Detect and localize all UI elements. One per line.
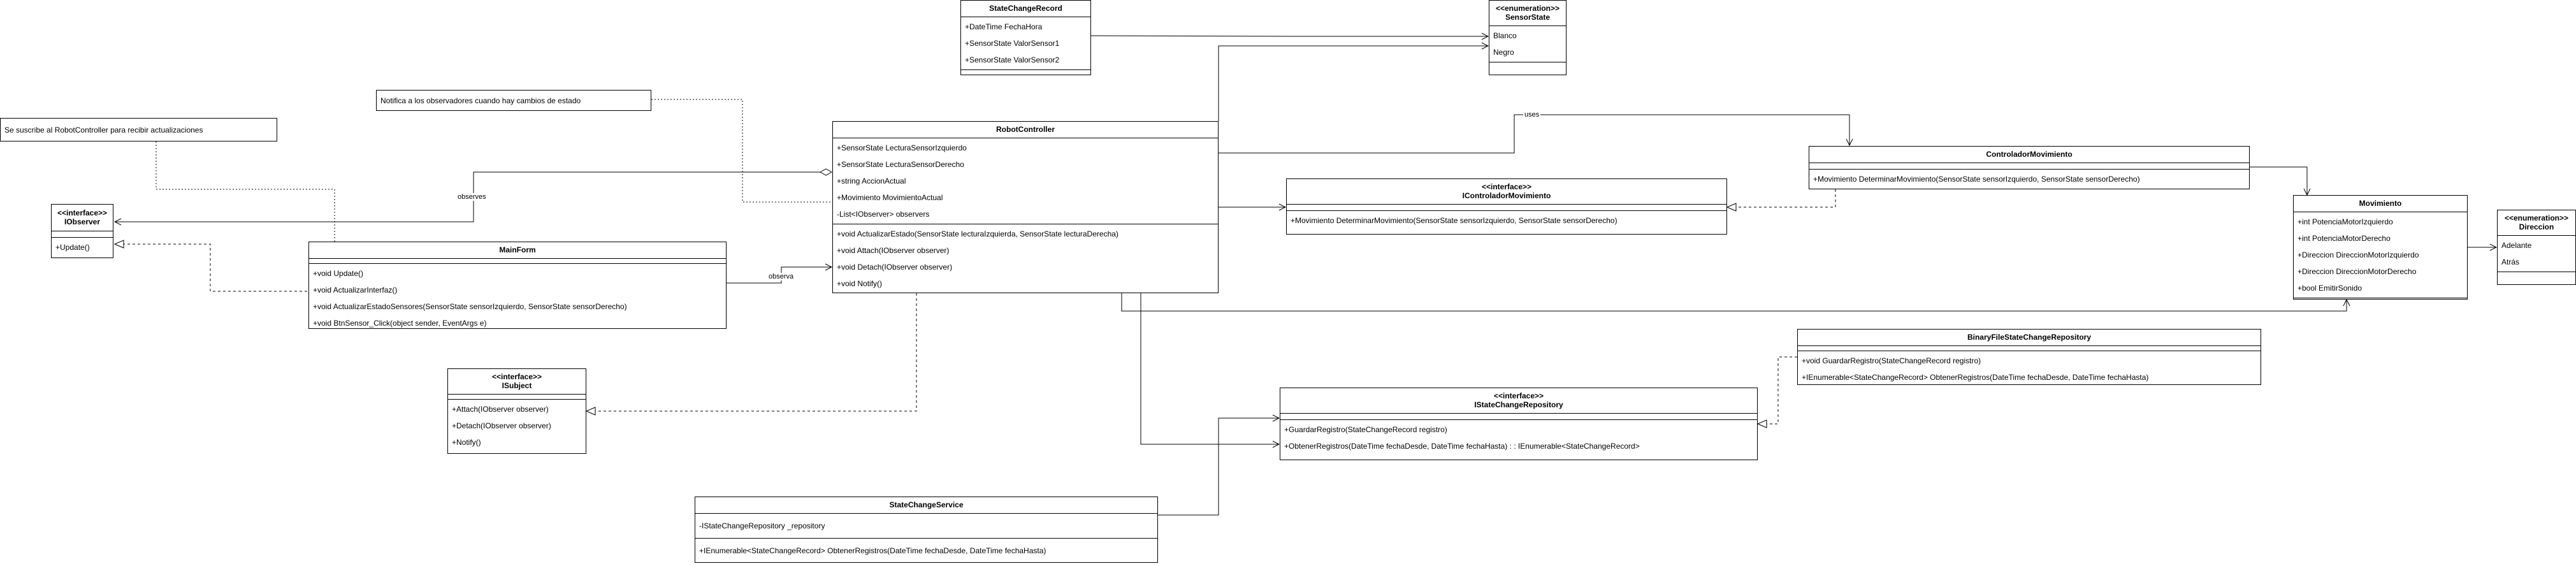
stereotype: <<interface>> bbox=[491, 372, 542, 382]
class-title: IStateChangeRepository bbox=[1474, 400, 1563, 409]
enum-value: Atrás bbox=[2501, 258, 2520, 266]
class-title: MainForm bbox=[499, 245, 536, 254]
method: +GuardarRegistro(StateChangeRecord regis… bbox=[1284, 425, 1447, 434]
label-observes: observes bbox=[456, 193, 488, 201]
interface-isubject[interactable]: <<interface>> ISubject +Attach(IObserver… bbox=[447, 368, 586, 454]
method: +Movimiento DeterminarMovimiento(SensorS… bbox=[1813, 175, 2140, 184]
method: +ObtenerRegistros(DateTime fechaDesde, D… bbox=[1284, 442, 1640, 451]
assoc-controlador-movimiento bbox=[2250, 166, 2307, 195]
note-anchor-subscribe bbox=[156, 142, 335, 242]
assoc-robot-repo bbox=[1140, 293, 1279, 444]
method: +void BtnSensor_Click(object sender, Eve… bbox=[313, 319, 487, 328]
attribute: +Movimiento MovimientoActual bbox=[837, 193, 943, 202]
attribute: +SensorState ValorSensor2 bbox=[965, 55, 1060, 64]
attribute: +bool EmitirSonido bbox=[2297, 284, 2363, 293]
realization-controlador-interface bbox=[1727, 189, 1836, 207]
method: +void GuardarRegistro(StateChangeRecord … bbox=[1802, 356, 1981, 365]
enum-value: Adelante bbox=[2501, 241, 2532, 250]
class-title: Movimiento bbox=[2359, 198, 2402, 208]
interface-iobserver[interactable]: <<interface>> IObserver +Update() bbox=[51, 204, 113, 258]
class-controladormovimiento[interactable]: ControladorMovimiento +Movimiento Determ… bbox=[1809, 146, 2250, 189]
attribute: -List<IObserver> observers bbox=[837, 210, 930, 219]
stereotype: <<enumeration>> bbox=[2504, 214, 2569, 223]
note-subscribe-text: Se suscribe al RobotController para reci… bbox=[4, 125, 203, 134]
method: +void Update() bbox=[313, 269, 364, 278]
method: +void Detach(IObserver observer) bbox=[837, 263, 953, 272]
stereotype: <<interface>> bbox=[1481, 182, 1532, 192]
class-title: ControladorMovimiento bbox=[1986, 149, 2073, 159]
method: +IEnumerable<StateChangeRecord> ObtenerR… bbox=[1802, 373, 2149, 382]
class-movimiento[interactable]: Movimiento +int PotenciaMotorIzquierdo +… bbox=[2293, 195, 2468, 300]
class-title: SensorState bbox=[1505, 12, 1551, 22]
method: +Update() bbox=[55, 243, 90, 252]
note-anchor-notify bbox=[651, 99, 832, 203]
stereotype: <<enumeration>> bbox=[1495, 4, 1560, 13]
method: +IEnumerable<StateChangeRecord> ObtenerR… bbox=[699, 546, 1046, 555]
note-notify-text: Notifica a los observadores cuando hay c… bbox=[380, 96, 581, 105]
class-statechangerecord[interactable]: StateChangeRecord +DateTime FechaHora +S… bbox=[960, 0, 1091, 75]
class-robotcontroller[interactable]: RobotController +SensorState LecturaSens… bbox=[832, 121, 1219, 293]
method: +void ActualizarInterfaz() bbox=[313, 286, 398, 294]
class-statechangeservice[interactable]: StateChangeService -IStateChangeReposito… bbox=[695, 497, 1158, 563]
assoc-robot-movimiento bbox=[1121, 293, 2347, 312]
note-subscribe: Se suscribe al RobotController para reci… bbox=[0, 118, 277, 142]
method: +void ActualizarEstado(SensorState lectu… bbox=[837, 229, 1118, 238]
class-title: RobotController bbox=[996, 124, 1055, 134]
method: +Notify() bbox=[452, 438, 481, 447]
attribute: +DateTime FechaHora bbox=[965, 22, 1043, 31]
class-title: Direccion bbox=[2519, 222, 2554, 231]
assoc-robot-controlador bbox=[1219, 114, 1849, 154]
method: +Movimiento DeterminarMovimiento(SensorS… bbox=[1291, 216, 1617, 225]
method: +void Attach(IObserver observer) bbox=[837, 246, 950, 255]
class-title: ISubject bbox=[502, 381, 532, 390]
attribute: +Direccion DireccionMotorDerecho bbox=[2297, 267, 2417, 276]
stereotype: <<interface>> bbox=[57, 208, 108, 218]
assoc-service-repo bbox=[1158, 418, 1279, 516]
class-title: StateChangeService bbox=[889, 500, 964, 509]
method: +void Notify() bbox=[837, 279, 883, 288]
note-notify: Notifica a los observadores cuando hay c… bbox=[376, 90, 651, 111]
stereotype: <<interface>> bbox=[1493, 391, 1544, 401]
class-binaryfilestatechangerepository[interactable]: BinaryFileStateChangeRepository +void Gu… bbox=[1797, 329, 2261, 385]
attribute: +SensorState LecturaSensorDerecho bbox=[837, 160, 964, 169]
class-title: IControladorMovimiento bbox=[1462, 191, 1551, 200]
enum-value: Negro bbox=[1493, 48, 1514, 57]
class-title: StateChangeRecord bbox=[989, 3, 1062, 13]
label-observa: observa bbox=[767, 273, 795, 280]
attribute: +Direccion DireccionMotorIzquierdo bbox=[2297, 250, 2419, 259]
attribute: +int PotenciaMotorDerecho bbox=[2297, 234, 2391, 243]
interface-istatechangerepository[interactable]: <<interface>> IStateChangeRepository +Gu… bbox=[1280, 388, 1758, 460]
attribute: +int PotenciaMotorIzquierdo bbox=[2297, 217, 2393, 226]
class-title: BinaryFileStateChangeRepository bbox=[1967, 332, 2092, 342]
realization-robot-isubject bbox=[586, 293, 917, 411]
class-title: IObserver bbox=[64, 217, 101, 226]
realization-binary-interface bbox=[1758, 356, 1797, 424]
class-mainform[interactable]: MainForm +void Update() +void Actualizar… bbox=[308, 242, 727, 329]
label-uses: uses bbox=[1523, 111, 1541, 119]
enum-value: Blanco bbox=[1493, 31, 1517, 40]
method: +void ActualizarEstadoSensores(SensorSta… bbox=[313, 302, 627, 311]
attribute: +SensorState ValorSensor1 bbox=[965, 39, 1060, 48]
realization-mainform-iobserver bbox=[115, 244, 307, 292]
assoc-robot-sensorstate bbox=[1218, 46, 1488, 121]
attribute: -IStateChangeRepository _repository bbox=[699, 521, 825, 530]
attribute: +string AccionActual bbox=[837, 177, 906, 185]
class-direccion[interactable]: <<enumeration>> Direccion Adelante Atrás bbox=[2497, 210, 2576, 285]
method: +Detach(IObserver observer) bbox=[452, 421, 551, 430]
interface-icontroladormovimiento[interactable]: <<interface>> IControladorMovimiento +Mo… bbox=[1286, 178, 1727, 235]
method: +Attach(IObserver observer) bbox=[452, 405, 549, 414]
attribute: +SensorState LecturaSensorIzquierdo bbox=[837, 143, 967, 152]
class-sensorstate[interactable]: <<enumeration>> SensorState Blanco Negro bbox=[1489, 0, 1567, 75]
